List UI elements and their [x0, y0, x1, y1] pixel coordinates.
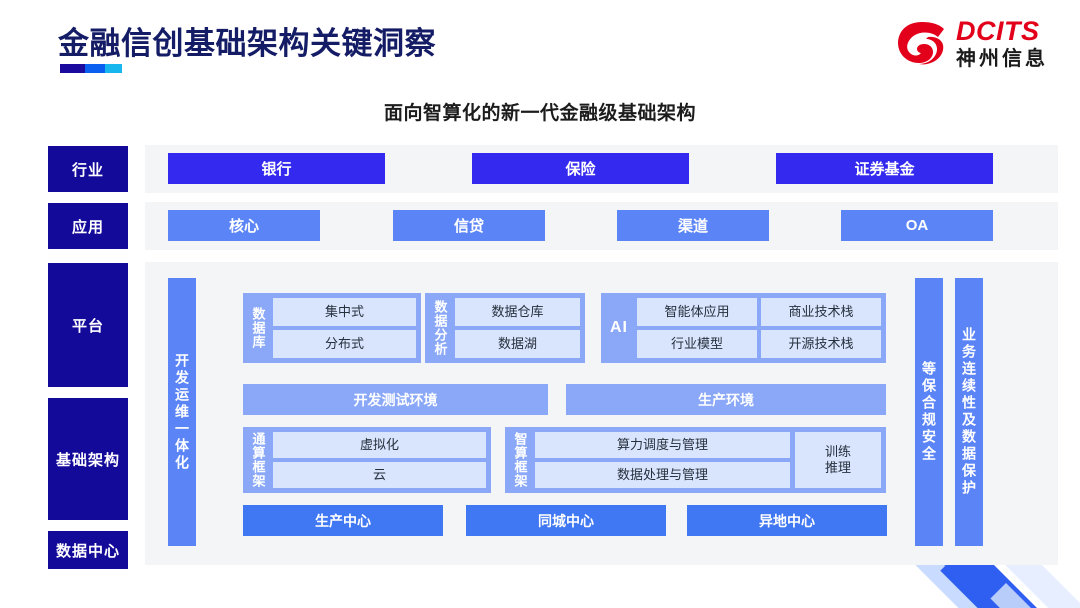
- accent-segment-2: [84, 64, 105, 73]
- train-label: 训练: [824, 443, 851, 459]
- group-ai-column-2: 商业技术栈 开源技术栈: [761, 298, 881, 358]
- layer-label-application: 应用: [48, 203, 128, 249]
- cell-cloud[interactable]: 云: [273, 462, 486, 488]
- cell-compute-scheduling[interactable]: 算力调度与管理: [535, 432, 790, 458]
- page-title: 金融信创基础架构关键洞察: [58, 26, 436, 61]
- cell-distributed[interactable]: 分布式: [273, 330, 416, 358]
- datacenter-chip-metro[interactable]: 同城中心: [466, 505, 666, 536]
- group-ai-body: 智能体应用 行业模型 商业技术栈 开源技术栈: [637, 298, 881, 358]
- industry-chip-bank[interactable]: 银行: [168, 153, 385, 184]
- group-database: 数据库 集中式 分布式: [243, 293, 421, 363]
- group-general-compute-body: 虚拟化 云: [273, 432, 486, 488]
- cell-virtualization[interactable]: 虚拟化: [273, 432, 486, 458]
- application-chip-channel[interactable]: 渠道: [617, 210, 769, 241]
- accent-segment-1: [60, 64, 85, 73]
- cell-data-lake[interactable]: 数据湖: [455, 330, 580, 358]
- layer-label-infrastructure: 基础架构: [48, 398, 128, 520]
- application-chip-core[interactable]: 核心: [168, 210, 320, 241]
- cell-train-inference[interactable]: 训练 推理: [795, 432, 881, 488]
- env-chip-dev-test[interactable]: 开发测试环境: [243, 384, 548, 415]
- slide-subtitle: 面向智算化的新一代金融级基础架构: [383, 103, 696, 124]
- group-intelligent-compute: 智算框架 算力调度与管理 数据处理与管理 训练 推理: [505, 427, 886, 493]
- industry-chip-insurance[interactable]: 保险: [472, 153, 689, 184]
- group-general-compute: 通算框架 虚拟化 云: [243, 427, 491, 493]
- accent-segment-3: [104, 64, 122, 73]
- group-ai-column-1: 智能体应用 行业模型: [637, 298, 757, 358]
- application-chip-oa[interactable]: OA: [841, 210, 993, 241]
- cell-data-warehouse[interactable]: 数据仓库: [455, 298, 580, 326]
- logo-cn: 神州信息: [956, 48, 1048, 70]
- group-intelligent-compute-title: 智算框架: [512, 432, 528, 488]
- group-general-compute-title: 通算框架: [250, 432, 266, 488]
- title-accent-bar: [60, 64, 122, 73]
- group-data-analysis: 数据分析 数据仓库 数据湖: [425, 293, 585, 363]
- inference-label: 推理: [824, 460, 851, 475]
- cell-agent-application[interactable]: 智能体应用: [637, 298, 757, 326]
- sidebar-compliance-security[interactable]: 等保合规安全: [915, 278, 943, 546]
- cell-opensource-stack[interactable]: 开源技术栈: [761, 330, 881, 358]
- layer-label-industry: 行业: [48, 146, 128, 192]
- group-ai-title: AI: [610, 319, 628, 336]
- cell-industry-model[interactable]: 行业模型: [637, 330, 757, 358]
- group-database-title: 数据库: [250, 307, 266, 349]
- layer-label-datacenter: 数据中心: [48, 531, 128, 569]
- layer-label-platform: 平台: [48, 263, 128, 387]
- logo-wordmark: DCITS 神州信息: [956, 16, 1048, 70]
- cell-commercial-stack[interactable]: 商业技术栈: [761, 298, 881, 326]
- devops-vertical-bar[interactable]: 开发运维一体化: [168, 278, 196, 546]
- dcits-swirl-icon: [898, 21, 944, 64]
- group-intelligent-compute-body: 算力调度与管理 数据处理与管理: [535, 432, 790, 488]
- brand-logo: DCITS 神州信息: [896, 18, 1048, 69]
- group-ai: AI 智能体应用 行业模型 商业技术栈 开源技术栈: [601, 293, 886, 363]
- cell-centralized[interactable]: 集中式: [273, 298, 416, 326]
- env-chip-production[interactable]: 生产环境: [566, 384, 886, 415]
- group-data-analysis-body: 数据仓库 数据湖: [455, 298, 580, 358]
- industry-chip-securities[interactable]: 证券基金: [776, 153, 993, 184]
- application-chip-credit[interactable]: 信贷: [393, 210, 545, 241]
- cell-data-processing[interactable]: 数据处理与管理: [535, 462, 790, 488]
- group-data-analysis-title: 数据分析: [432, 300, 448, 356]
- sidebar-business-continuity[interactable]: 业务连续性及数据保护: [955, 278, 983, 546]
- logo-en: DCITS: [956, 16, 1040, 46]
- datacenter-chip-remote[interactable]: 异地中心: [687, 505, 887, 536]
- group-database-body: 集中式 分布式: [273, 298, 416, 358]
- datacenter-chip-production[interactable]: 生产中心: [243, 505, 443, 536]
